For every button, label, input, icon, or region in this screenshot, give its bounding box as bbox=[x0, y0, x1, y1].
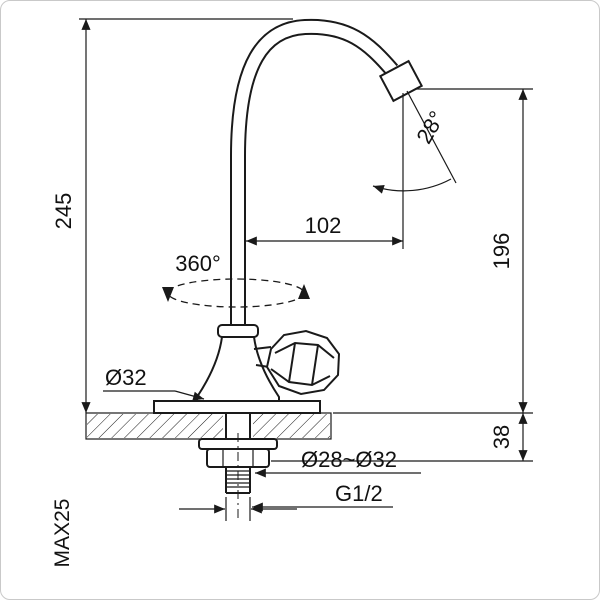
base-escutcheon bbox=[153, 400, 321, 414]
dimension-bottom bbox=[179, 497, 297, 521]
label-thread-size: G1/2 bbox=[335, 481, 383, 506]
faucet-body bbox=[196, 324, 280, 402]
dimension-196-38 bbox=[271, 88, 533, 462]
label-spout-reach: 102 bbox=[305, 213, 342, 238]
spout-inner bbox=[232, 20, 397, 333]
swivel-annotation bbox=[162, 278, 310, 308]
under-counter-assembly bbox=[198, 413, 278, 521]
countertop-hatch-right bbox=[253, 414, 330, 438]
handle-facets bbox=[270, 341, 335, 387]
nozzle-axis-line bbox=[406, 90, 457, 184]
label-max-deck-thickness: MAX25 bbox=[51, 499, 74, 568]
gooseneck-spout bbox=[230, 18, 424, 333]
angle-annotation bbox=[372, 90, 457, 249]
swivel-arrow-left bbox=[162, 287, 174, 302]
spout-nozzle bbox=[378, 59, 424, 103]
label-mounting-hole: Ø28~Ø32 bbox=[301, 447, 397, 472]
countertop bbox=[85, 412, 332, 440]
angle-arc bbox=[372, 178, 452, 194]
dimension-245 bbox=[79, 18, 293, 413]
swivel-arrow-right bbox=[298, 284, 310, 299]
label-under-deck: 38 bbox=[489, 425, 514, 449]
handle-stem-top bbox=[253, 346, 272, 350]
countertop-hatch-left bbox=[87, 414, 223, 438]
dimension-dia32 bbox=[103, 390, 205, 401]
label-swivel-range: 360° bbox=[175, 251, 221, 276]
body-collar bbox=[217, 324, 259, 338]
label-overall-height: 245 bbox=[51, 193, 76, 230]
label-outlet-height: 196 bbox=[489, 233, 514, 270]
dia32-leader bbox=[174, 390, 205, 401]
body-bell bbox=[196, 336, 280, 402]
label-outlet-angle: 28° bbox=[411, 107, 449, 148]
label-body-diameter: Ø32 bbox=[105, 365, 147, 390]
spout-outer bbox=[230, 18, 399, 333]
handle-knob bbox=[253, 329, 341, 396]
